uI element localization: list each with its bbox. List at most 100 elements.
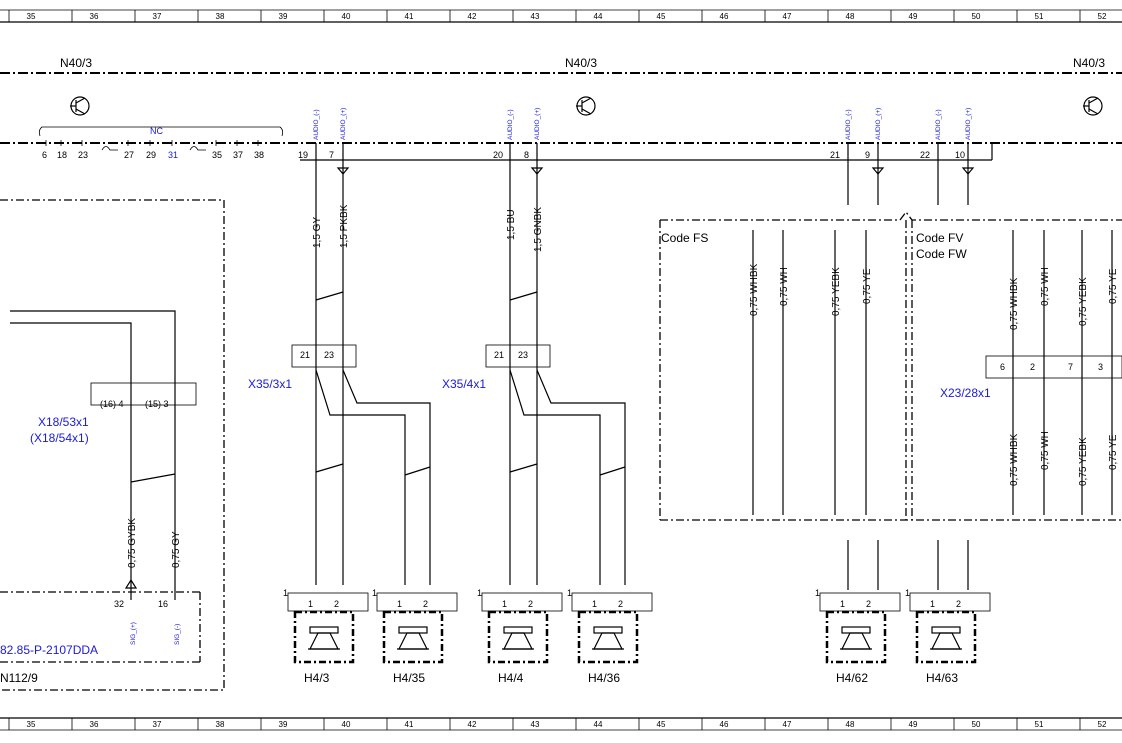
speaker-label: H4/63 (926, 671, 958, 685)
pin-label: 2 (334, 599, 339, 609)
audio-minus-label: AUDIO_(-) (507, 109, 514, 140)
pin-label: 2 (1030, 362, 1035, 372)
sig-plus-label: SIG_(+) (130, 622, 137, 645)
speaker-icon (397, 626, 429, 650)
grid-number: 51 (1035, 12, 1044, 21)
pin-label: 8 (524, 150, 529, 160)
nc-label: NC (150, 126, 163, 136)
pin-label: 37 (233, 150, 243, 160)
x23-label: X23/28x1 (940, 386, 991, 400)
grid-number: 40 (342, 12, 351, 21)
grid-number: 36 (90, 12, 99, 21)
speaker-h4-3: 1 1 2H4/3 (283, 588, 369, 685)
speaker-housing (382, 610, 444, 664)
grid-number: 44 (594, 720, 603, 729)
speaker-connector (819, 592, 901, 612)
n40-label-left: N40/3 (60, 56, 92, 70)
pin-label: 2 (423, 599, 428, 609)
pin-label: 1 (283, 588, 288, 598)
speaker-connector (287, 592, 369, 612)
grid-number: 41 (405, 720, 414, 729)
grid-number: 42 (468, 720, 477, 729)
pin-label: 3 (1098, 362, 1103, 372)
jumper-icon (189, 146, 206, 151)
pin-label: 35 (212, 150, 222, 160)
speaker-icon (930, 626, 962, 650)
pin-label: 38 (254, 150, 264, 160)
x18-label-alt: (X18/54x1) (30, 431, 89, 445)
pin-label: 1 (930, 599, 935, 609)
pin-label: 23 (518, 350, 528, 360)
speaker-icon (502, 626, 534, 650)
x35-4x1-label: X35/4x1 (442, 377, 486, 391)
wire-label: 0,75 YEBK (831, 267, 842, 316)
audio-plus-label: AUDIO_(+) (534, 108, 541, 140)
grid-number: 45 (657, 720, 666, 729)
grid-number: 49 (909, 720, 918, 729)
grid-number: 44 (594, 12, 603, 21)
n40-label-right: N40/3 (1073, 56, 1105, 70)
amplifier-symbol-icon (576, 96, 596, 116)
pin-label: 19 (298, 150, 308, 160)
speaker-label: H4/35 (393, 671, 425, 685)
speaker-housing (825, 610, 887, 664)
audio-minus-label: AUDIO_(-) (313, 109, 320, 140)
pin-label: 2 (866, 599, 871, 609)
wire-label: 1,5 PKBK (339, 204, 350, 248)
wire-label: 0,75 YE (862, 268, 873, 304)
left-module-group: (16) 4 (15) 3 X18/53x1 (X18/54x1) 0,75 G… (0, 199, 225, 691)
grid-number: 51 (1035, 720, 1044, 729)
pin-label: 31 (168, 150, 178, 160)
audio-minus-label: AUDIO_(-) (845, 109, 852, 140)
pin-label: 1 (502, 599, 507, 609)
pin-label: 32 (114, 599, 124, 609)
code-fs-label: Code FS (661, 231, 708, 245)
speaker-label: H4/36 (588, 671, 620, 685)
pin-label: 10 (955, 150, 965, 160)
grid-number: 48 (846, 12, 855, 21)
speaker-housing (293, 610, 355, 664)
wire-label: 0,75 YEBK (1078, 277, 1089, 326)
pin-label: 2 (528, 599, 533, 609)
pin-label: 22 (920, 150, 930, 160)
pin-label: 6 (42, 150, 47, 160)
grid-number: 50 (972, 720, 981, 729)
speaker-connector (571, 592, 653, 612)
wire-label: 1,5 GNBK (533, 207, 544, 252)
pin-label: 29 (146, 150, 156, 160)
right-audio-group: AUDIO_(-) AUDIO_(+) AUDIO_(-) AUDIO_(+) … (830, 108, 975, 590)
code-fv-label: Code FV (916, 231, 963, 245)
speaker-label: H4/3 (304, 671, 330, 685)
wire-label: 1,5 BU (506, 209, 517, 240)
pin-label: 1 (905, 588, 910, 598)
speaker-connector (481, 592, 563, 612)
code-box-group: Code FS Code FV Code FW 0,75 WHBK 0,75 W… (659, 210, 1122, 521)
grid-number: 46 (720, 12, 729, 21)
speaker-housing (915, 610, 977, 664)
grid-number: 47 (783, 12, 792, 21)
wire-label: 0,75 WHBK (1009, 277, 1020, 330)
grid-number: 37 (153, 720, 162, 729)
wire-label: 0,75 WHBK (1009, 433, 1020, 486)
pin-label: 1 (308, 599, 313, 609)
pin-label: 21 (494, 350, 504, 360)
speaker-icon (592, 626, 624, 650)
amplifier-symbol-icon (1083, 96, 1103, 116)
wire-label: 0,75 WH (779, 267, 790, 306)
wire-label: 0,75 WH (1040, 267, 1051, 306)
jumper-icon (101, 146, 118, 151)
wire-label: 0,75 YE (1108, 434, 1119, 470)
pin-label: 1 (372, 588, 377, 598)
grid-number: 45 (657, 12, 666, 21)
speaker-housing (487, 610, 549, 664)
grid-number: 40 (342, 720, 351, 729)
audio-minus-label: AUDIO_(-) (935, 109, 942, 140)
pin-label: 23 (78, 150, 88, 160)
pin-label: 16 (158, 599, 168, 609)
